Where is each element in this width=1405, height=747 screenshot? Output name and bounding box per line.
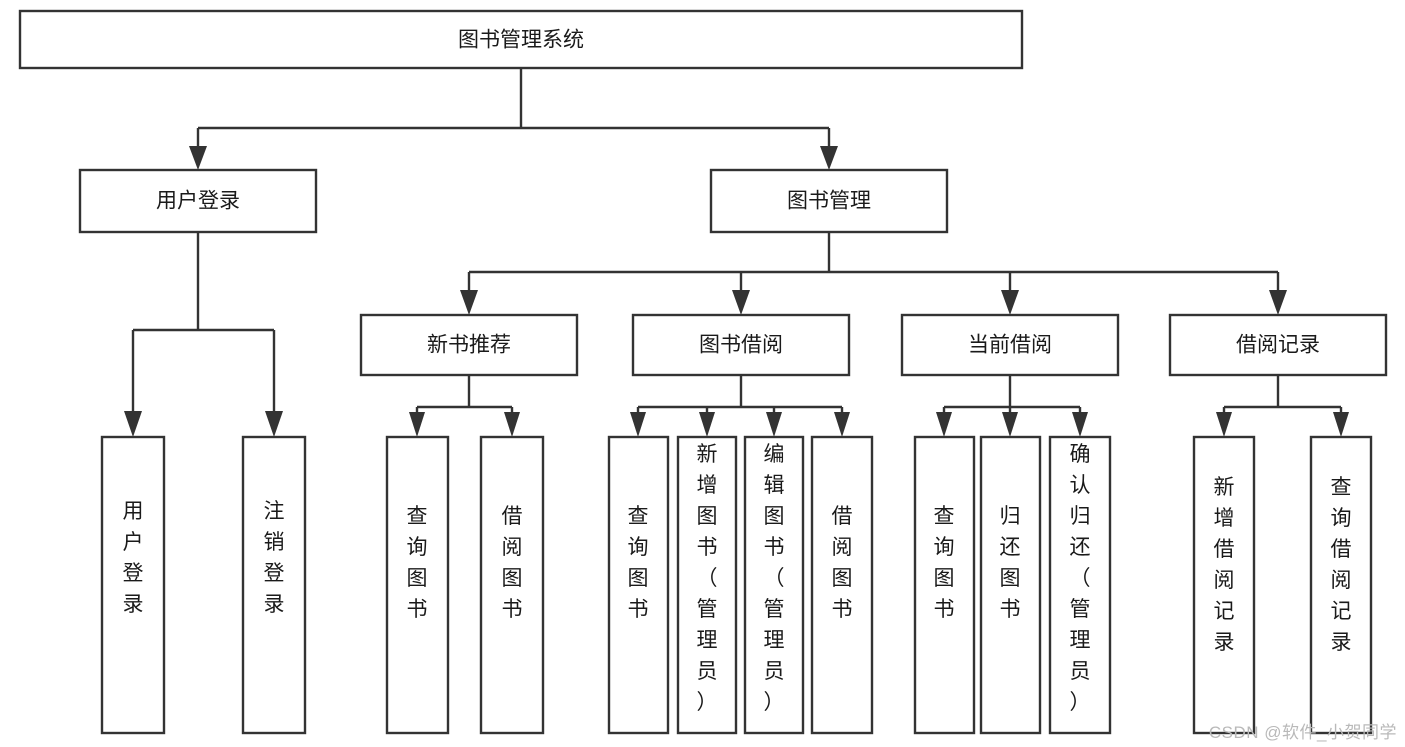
node-leaf-query-book-rec[interactable]: 查询图书 xyxy=(385,435,450,735)
arrow-leaf-user-login xyxy=(124,411,142,437)
node-book-borrow-label: 图书借阅 xyxy=(699,334,783,357)
node-leaf-return-book[interactable]: 归还图书 xyxy=(979,435,1042,735)
node-leaf-add-book-admin[interactable]: 新增图书（管理员） xyxy=(676,435,738,735)
node-book-borrow[interactable]: 图书借阅 xyxy=(631,313,851,377)
node-borrow-record-box[interactable] xyxy=(1168,313,1388,377)
node-leaf-query-borrow-record[interactable]: 查询借阅记录 xyxy=(1309,435,1373,735)
node-leaf-borrow-book-rec-label: 借阅图书 xyxy=(502,505,523,621)
node-leaf-query-book-rec-label: 查询图书 xyxy=(407,505,428,621)
node-root-box[interactable] xyxy=(18,9,1024,70)
node-new-book-recommend[interactable]: 新书推荐 xyxy=(359,313,579,377)
node-user-login-box[interactable] xyxy=(78,168,318,234)
node-leaf-query-book-current[interactable]: 查询图书 xyxy=(913,435,976,735)
node-leaf-logout[interactable]: 注销登录 xyxy=(241,435,307,735)
node-leaf-add-borrow-record-label: 新增借阅记录 xyxy=(1214,476,1235,654)
node-leaf-borrow-book-label: 借阅图书 xyxy=(832,505,853,621)
node-leaf-user-login-label: 用户登录 xyxy=(123,500,144,616)
node-current-borrow[interactable]: 当前借阅 xyxy=(900,313,1120,377)
node-leaf-user-login[interactable]: 用户登录 xyxy=(100,435,166,735)
node-leaf-confirm-return-admin[interactable]: 确认归还（管理员） xyxy=(1048,435,1112,735)
node-layer: 图书管理系统 用户登录 图书管理 新书推荐 图书借阅 当前借阅 借阅记录 xyxy=(18,9,1388,735)
node-leaf-query-book-rec-box[interactable] xyxy=(385,435,450,735)
node-borrow-record-label: 借阅记录 xyxy=(1236,334,1320,357)
node-book-manage-box[interactable] xyxy=(709,168,949,234)
arrow-leaf-add-book-admin xyxy=(699,412,715,437)
node-leaf-borrow-book[interactable]: 借阅图书 xyxy=(810,435,874,735)
node-leaf-add-borrow-record-box[interactable] xyxy=(1192,435,1256,735)
node-leaf-query-borrow-record-label: 查询借阅记录 xyxy=(1331,476,1352,654)
node-new-book-recommend-box[interactable] xyxy=(359,313,579,377)
node-leaf-query-book-current-box[interactable] xyxy=(913,435,976,735)
node-current-borrow-label: 当前借阅 xyxy=(968,334,1052,357)
node-user-login-label: 用户登录 xyxy=(156,190,240,213)
arrow-to-book-manage xyxy=(820,146,838,170)
arrow-borrow-record xyxy=(1269,290,1287,315)
node-user-login[interactable]: 用户登录 xyxy=(78,168,318,234)
node-leaf-borrow-book-rec[interactable]: 借阅图书 xyxy=(479,435,545,735)
arrow-leaf-confirm-return-admin xyxy=(1072,412,1088,437)
arrow-new-book-recommend xyxy=(460,290,478,315)
arrow-leaf-return-book xyxy=(1002,412,1018,437)
node-leaf-edit-book-admin-label: 编辑图书（管理员） xyxy=(764,443,785,714)
node-book-borrow-box[interactable] xyxy=(631,313,851,377)
node-leaf-query-book-borrow-box[interactable] xyxy=(607,435,670,735)
arrow-leaf-edit-book-admin xyxy=(766,412,782,437)
node-leaf-query-book-current-label: 查询图书 xyxy=(934,505,955,621)
node-leaf-query-book-borrow-label: 查询图书 xyxy=(628,505,649,621)
arrow-leaf-logout xyxy=(265,411,283,437)
arrow-leaf-borrow-book xyxy=(834,412,850,437)
node-leaf-confirm-return-admin-box[interactable] xyxy=(1048,435,1112,735)
arrow-leaf-query-borrow-record xyxy=(1333,412,1349,437)
arrow-current-borrow xyxy=(1001,290,1019,315)
node-root-label: 图书管理系统 xyxy=(458,29,584,52)
node-leaf-add-book-admin-label: 新增图书（管理员） xyxy=(697,443,718,714)
node-book-manage[interactable]: 图书管理 xyxy=(709,168,949,234)
connector-layer xyxy=(124,68,1349,437)
node-leaf-logout-label: 注销登录 xyxy=(264,500,285,616)
node-leaf-add-borrow-record[interactable]: 新增借阅记录 xyxy=(1192,435,1256,735)
node-leaf-borrow-book-box[interactable] xyxy=(810,435,874,735)
arrow-to-user-login xyxy=(189,146,207,170)
node-leaf-logout-box[interactable] xyxy=(241,435,307,735)
arrow-leaf-add-borrow-record xyxy=(1216,412,1232,437)
arrow-leaf-query-book-current xyxy=(936,412,952,437)
node-root[interactable]: 图书管理系统 xyxy=(18,9,1024,70)
arrow-leaf-borrow-book-rec xyxy=(504,412,520,437)
node-leaf-edit-book-admin-box[interactable] xyxy=(743,435,805,735)
node-leaf-query-borrow-record-box[interactable] xyxy=(1309,435,1373,735)
node-leaf-return-book-label: 归还图书 xyxy=(1000,505,1021,621)
node-book-manage-label: 图书管理 xyxy=(787,190,871,213)
node-leaf-query-book-borrow[interactable]: 查询图书 xyxy=(607,435,670,735)
node-leaf-edit-book-admin[interactable]: 编辑图书（管理员） xyxy=(743,435,805,735)
arrow-book-borrow xyxy=(732,290,750,315)
node-leaf-return-book-box[interactable] xyxy=(979,435,1042,735)
arrow-leaf-query-book-rec xyxy=(409,412,425,437)
node-leaf-user-login-box[interactable] xyxy=(100,435,166,735)
node-leaf-confirm-return-admin-label: 确认归还（管理员） xyxy=(1070,443,1091,714)
node-leaf-add-book-admin-box[interactable] xyxy=(676,435,738,735)
node-borrow-record[interactable]: 借阅记录 xyxy=(1168,313,1388,377)
node-current-borrow-box[interactable] xyxy=(900,313,1120,377)
node-leaf-borrow-book-rec-box[interactable] xyxy=(479,435,545,735)
node-new-book-recommend-label: 新书推荐 xyxy=(427,334,511,357)
arrow-leaf-query-book-borrow xyxy=(630,412,646,437)
